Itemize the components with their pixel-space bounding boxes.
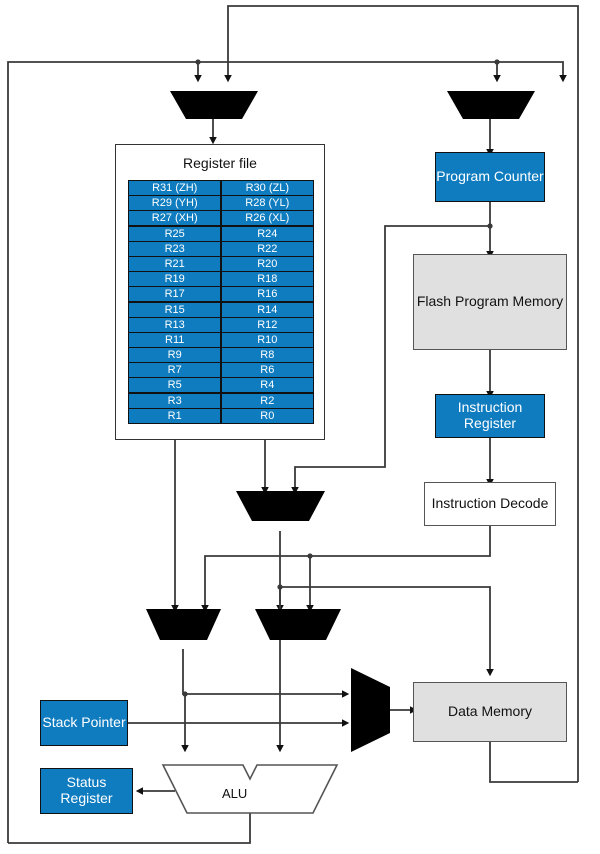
alu-label: ALU	[222, 786, 248, 801]
status-register-block[interactable]: Status Register	[40, 768, 133, 814]
register-cell[interactable]: R4	[221, 378, 313, 393]
register-cell[interactable]: R9	[129, 348, 221, 363]
register-cell[interactable]: R28 (YL)	[221, 196, 313, 211]
register-cell[interactable]: R0	[221, 408, 313, 423]
register-cell[interactable]: R5	[129, 378, 221, 393]
program-counter-mux[interactable]	[447, 91, 535, 119]
register-file-title: Register file	[183, 155, 257, 171]
stack-pointer-block[interactable]: Stack Pointer	[40, 700, 128, 746]
register-cell[interactable]: R26 (XL)	[221, 211, 313, 226]
register-cell[interactable]: R11	[129, 332, 221, 347]
register-cell[interactable]: R2	[221, 393, 313, 408]
instruction-register-label: Instruction Register	[457, 399, 523, 431]
alu-operand-b-mux[interactable]	[255, 609, 341, 640]
program-counter-block[interactable]: Program Counter	[435, 152, 545, 202]
alu-operand-a-mux[interactable]	[146, 609, 221, 640]
data-memory-label: Data Memory	[447, 703, 533, 720]
register-cell[interactable]: R12	[221, 317, 313, 332]
register-cell[interactable]: R18	[221, 272, 313, 287]
status-register-label: Status Register	[60, 774, 113, 806]
flash-program-memory-label: Flash Program Memory	[416, 293, 564, 310]
instruction-register-block[interactable]: Instruction Register	[435, 394, 545, 438]
data-memory-block[interactable]: Data Memory	[413, 682, 567, 742]
register-cell[interactable]: R8	[221, 348, 313, 363]
register-cell[interactable]: R23	[129, 241, 221, 256]
register-cell[interactable]: R1	[129, 408, 221, 423]
register-cell[interactable]: R17	[129, 287, 221, 302]
instruction-decode-block[interactable]: Instruction Decode	[424, 482, 556, 526]
register-cell[interactable]: R16	[221, 287, 313, 302]
register-cell[interactable]: R30 (ZL)	[221, 181, 313, 195]
register-cell[interactable]: R3	[129, 393, 221, 408]
register-cell[interactable]: R25	[129, 226, 221, 241]
flash-program-memory-block[interactable]: Flash Program Memory	[413, 254, 567, 350]
register-cell[interactable]: R7	[129, 363, 221, 378]
register-cell[interactable]: R14	[221, 302, 313, 317]
register-cell[interactable]: R10	[221, 332, 313, 347]
register-cell[interactable]: R13	[129, 317, 221, 332]
data-memory-address-mux[interactable]	[351, 668, 390, 752]
register-cell[interactable]: R15	[129, 302, 221, 317]
register-cell[interactable]: R24	[221, 226, 313, 241]
program-counter-label: Program Counter	[436, 168, 544, 185]
register-file-write-mux[interactable]	[170, 91, 258, 119]
register-cell[interactable]: R21	[129, 256, 221, 271]
instruction-decode-label: Instruction Decode	[431, 495, 549, 512]
register-cell[interactable]: R6	[221, 363, 313, 378]
register-cell[interactable]: R20	[221, 256, 313, 271]
register-file-grid[interactable]: R31 (ZH)R30 (ZL)R29 (YH)R28 (YL)R27 (XH)…	[128, 180, 314, 424]
register-cell[interactable]: R31 (ZH)	[129, 181, 221, 195]
register-cell[interactable]: R19	[129, 272, 221, 287]
register-cell[interactable]: R29 (YH)	[129, 196, 221, 211]
alu-shape	[161, 764, 339, 814]
register-address-mux[interactable]	[236, 491, 325, 521]
register-cell[interactable]: R27 (XH)	[129, 211, 221, 226]
stack-pointer-label: Stack Pointer	[42, 714, 126, 731]
register-cell[interactable]: R22	[221, 241, 313, 256]
